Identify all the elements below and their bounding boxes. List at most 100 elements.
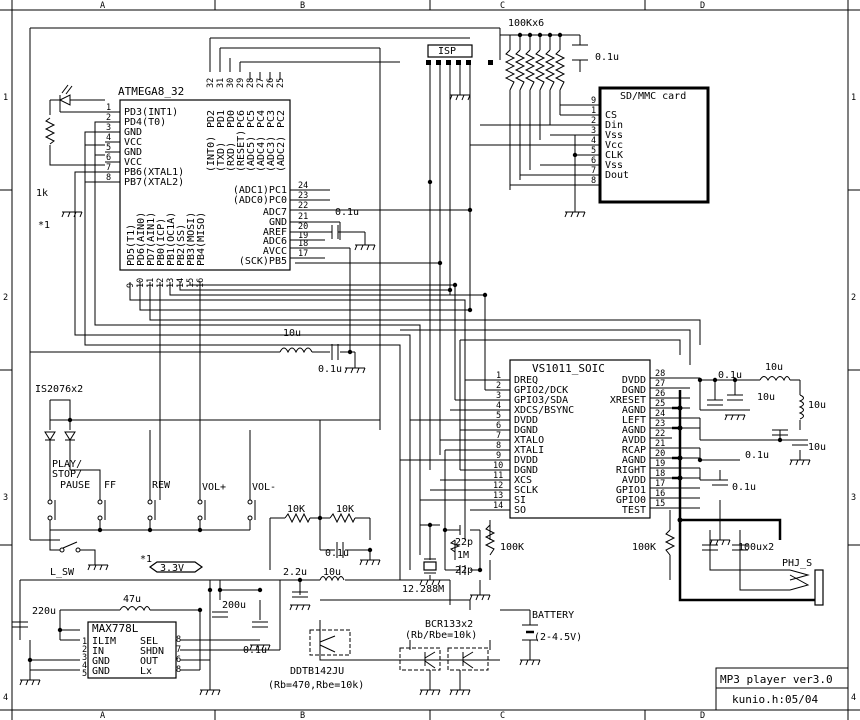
c-sd-label: 0.1u xyxy=(595,52,619,63)
net-label-box xyxy=(148,561,204,573)
mcu-pin-label: PC2 xyxy=(276,110,287,128)
vs-pin-num: 7 xyxy=(496,431,501,441)
c-220-label: 220u xyxy=(32,606,56,617)
ground-icon xyxy=(61,211,83,218)
isp-connector: ISP xyxy=(426,44,493,65)
vs-pin-num: 23 xyxy=(655,419,665,429)
vs-pin-num: 27 xyxy=(655,379,665,389)
c-200-label: 200u xyxy=(222,600,246,611)
sd-pin-num: 4 xyxy=(591,136,596,146)
bcr-label: BCR133x2 xyxy=(425,619,473,630)
mcu-pin-num: 32 xyxy=(206,78,216,88)
isp-label: ISP xyxy=(438,46,456,57)
pushbutton-icon xyxy=(247,499,256,521)
sd-pin-num: 5 xyxy=(591,146,596,156)
inductor-icon xyxy=(798,394,804,420)
max-pin-label: OUT xyxy=(140,656,158,667)
mcu-pin-label: PC5 xyxy=(246,110,257,128)
mcu-pin-num: 19 xyxy=(298,231,308,241)
led-diode-icon xyxy=(58,94,71,106)
vs-pin-label: XTALI xyxy=(514,445,544,456)
mcu-pin-num: 3 xyxy=(106,123,111,133)
crystal: 12.288M 22p 1M 22p 100K xyxy=(402,524,524,595)
max-pin-num: 8 xyxy=(176,665,181,675)
mcu-pin-num: 26 xyxy=(266,78,276,88)
ground-icon xyxy=(199,689,221,696)
vs-pin-num: 6 xyxy=(496,421,501,431)
wires xyxy=(19,27,801,690)
max-pin-label: SEL xyxy=(140,636,158,647)
mcu-pin-num: 20 xyxy=(298,222,308,232)
resistor-icon xyxy=(504,49,566,91)
mcu-pin-num: 28 xyxy=(246,78,256,88)
mcu-pin-num: 13 xyxy=(166,278,176,288)
mcu-pin-label: GND xyxy=(269,217,287,228)
mcu-pin-label: PB0(ICP) xyxy=(156,218,167,266)
ground-icon xyxy=(449,90,471,101)
capacitor-icon xyxy=(572,44,588,61)
l-vs-a-label: 10u xyxy=(765,362,783,373)
mcu-pin-label: PB6(XTAL1) xyxy=(124,167,184,178)
grid-col-d-top: D xyxy=(700,1,705,11)
bcr-box xyxy=(447,647,489,671)
ddtb-r-label: (Rb=470,Rbe=10k) xyxy=(268,680,364,691)
c-vs-d-label: 10u xyxy=(808,442,826,453)
vs-pin-num: 4 xyxy=(496,401,501,411)
mcu-pin-label: GND xyxy=(124,147,142,158)
resistor-1k: 1k *1 xyxy=(36,117,56,231)
ground-icon xyxy=(359,559,381,566)
vs-pin-label: SO xyxy=(514,505,526,516)
sw-l-label: L_SW xyxy=(50,567,75,578)
sd-pin-label: Din xyxy=(605,120,623,131)
battery-label: BATTERY xyxy=(532,610,574,621)
pushbutton-icon xyxy=(47,499,56,521)
mcu-pin-label: PB1(OC1A) xyxy=(166,212,177,266)
pushbutton-icon xyxy=(197,499,206,521)
mcu-pin-label: PC3 xyxy=(266,110,277,128)
mcu-pin-alt: (TXD) xyxy=(216,142,227,172)
sd-pin-num: 6 xyxy=(591,156,596,166)
atmega8-name: ATMEGA8_32 xyxy=(118,85,184,98)
r10k-b-label: 10K xyxy=(336,504,354,515)
mcu-pin-num: 25 xyxy=(276,78,286,88)
title-block: MP3 player ver3.0 kunio.h:05/04 xyxy=(715,667,849,711)
mcu-pin-alt: (ADC5) xyxy=(246,136,257,172)
title-name: MP3 player ver3.0 xyxy=(720,673,833,686)
vs-pin-label: RCAP xyxy=(622,445,646,456)
inductor-icon xyxy=(759,376,791,382)
mcu-pin-alt: (ADC4) xyxy=(256,136,267,172)
mcu-inductor: 10u 0.1u xyxy=(279,328,342,375)
max-pin-label: SHDN xyxy=(140,646,164,657)
mcu-pin-num: 21 xyxy=(298,212,308,222)
vs-pin-num: 28 xyxy=(655,369,665,379)
mcu-pin-num: 22 xyxy=(298,201,308,211)
mcu-pin-label: VCC xyxy=(124,137,142,148)
mcu-pin-num: 16 xyxy=(196,278,206,288)
v33-label: 3.3V xyxy=(160,563,184,574)
mcu-pin-label: AVCC xyxy=(263,246,287,257)
l-10-label: 10u xyxy=(323,567,341,578)
vs-pin-num: 12 xyxy=(493,481,503,491)
vs-pin-label: TEST xyxy=(622,505,646,516)
sw-stop-label: STOP/ xyxy=(52,469,82,480)
sd-pin-label: Vss xyxy=(605,130,623,141)
headphone-jack: PHJ_S xyxy=(782,558,824,606)
l-vs-b-label: 10u xyxy=(808,400,826,411)
resistor-network: 100Kx6 0.1u xyxy=(504,18,619,91)
c-22-label: 2.2u xyxy=(283,567,307,578)
sw-volm-label: VOL- xyxy=(252,482,276,493)
diode-pair: IS2076x2 xyxy=(35,384,83,450)
vs-pin-label: GPIO3/SDA xyxy=(514,395,568,406)
grid-col-b-top: B xyxy=(300,1,305,11)
sw-volp-label: VOL+ xyxy=(202,482,226,493)
buttons: PLAY/ STOP/ PAUSE FF REW VOL+ VOL- L_SW … xyxy=(47,459,276,578)
r100k-b-label: 100K xyxy=(632,542,656,553)
resistor-icon xyxy=(44,117,56,145)
vs-pin-label: DREQ xyxy=(514,375,538,386)
grid-col-a-top: A xyxy=(100,1,105,11)
ddtb-transistor: DDTB142JU (Rb=470,Rbe=10k) xyxy=(268,629,364,691)
mcu-pin-label: PB4(MISO) xyxy=(196,212,207,266)
aref-capacitor: 0.1u xyxy=(325,207,359,239)
ddtb-box xyxy=(309,629,351,656)
